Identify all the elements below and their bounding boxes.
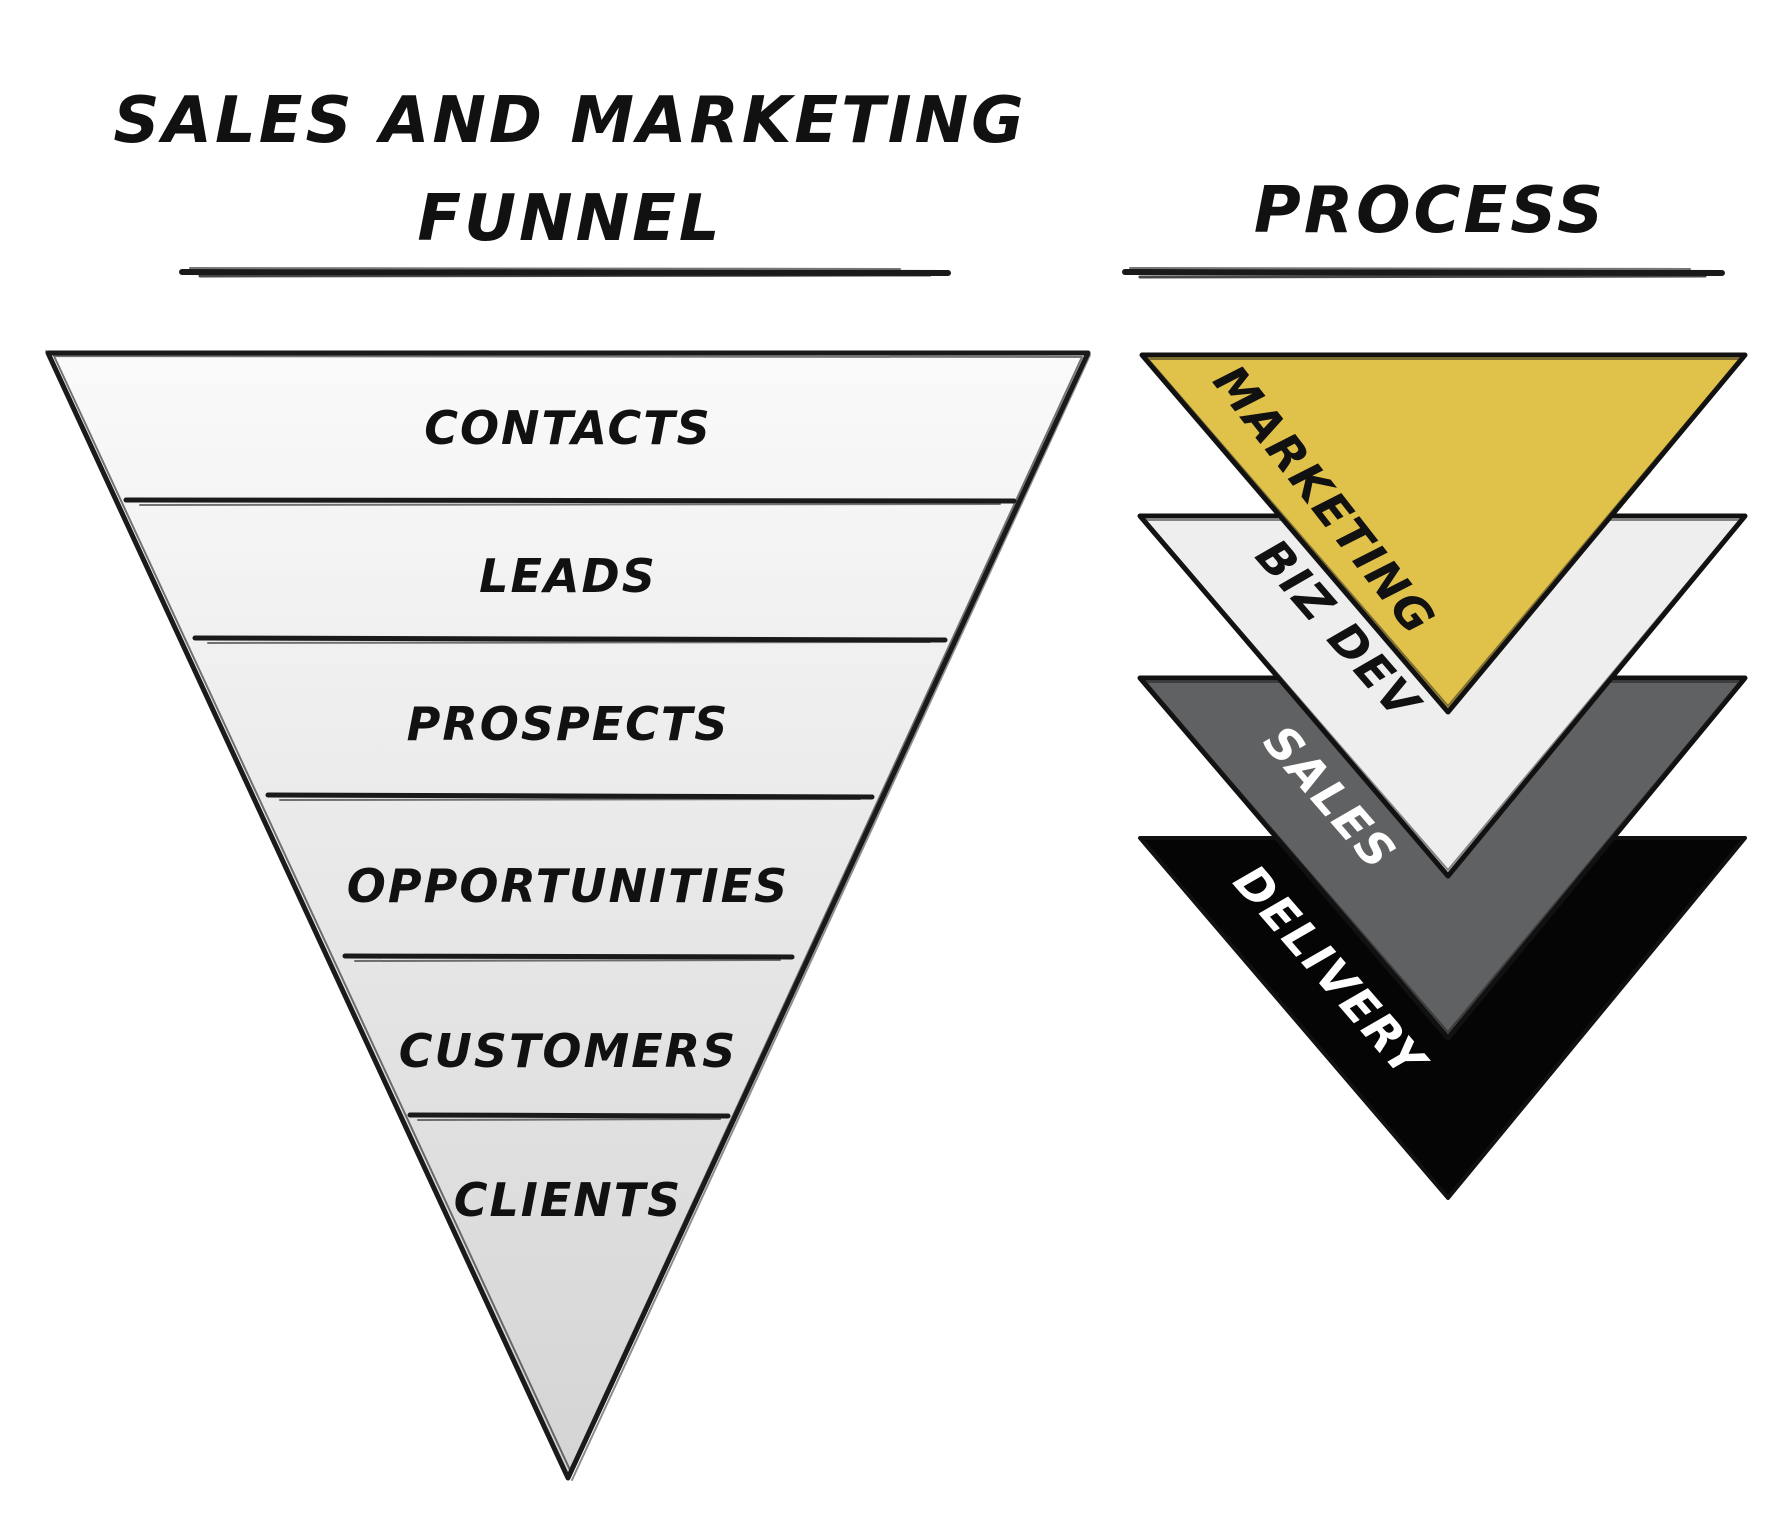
- funnel-title: SALES AND MARKETING FUNNEL: [113, 84, 1026, 256]
- marketing-triangle: [1139, 352, 1748, 715]
- funnel-stage-prospects: PROSPECTS: [407, 697, 730, 751]
- funnel-title-line1: SALES AND MARKETING: [113, 84, 1026, 158]
- process-title-text: PROCESS: [1254, 174, 1606, 248]
- funnel-stage-clients: CLIENTS: [454, 1173, 683, 1227]
- funnel-divider: [342, 953, 795, 962]
- funnel-divider: [192, 635, 948, 644]
- process-title-underline: [1122, 267, 1725, 279]
- funnel-triangle: [45, 350, 1091, 1481]
- funnel-dividers: [123, 497, 1017, 1121]
- funnel-stage-opportunities: OPPORTUNITIES: [347, 859, 789, 913]
- funnel-stage-contacts: CONTACTS: [424, 401, 712, 455]
- funnel-divider: [407, 1112, 731, 1121]
- funnel-stage-leads: LEADS: [479, 549, 657, 603]
- funnel-divider: [265, 792, 875, 801]
- funnel-title-line2: FUNNEL: [417, 182, 722, 256]
- funnel-title-underline: [179, 267, 951, 278]
- funnel-divider: [123, 497, 1017, 506]
- process-layer-marketing: [1139, 352, 1748, 715]
- funnel-stage-customers: CUSTOMERS: [399, 1024, 737, 1078]
- process-title: PROCESS: [1254, 174, 1606, 248]
- funnel-stage-labels: CONTACTS LEADS PROSPECTS OPPORTUNITIES C…: [347, 401, 789, 1227]
